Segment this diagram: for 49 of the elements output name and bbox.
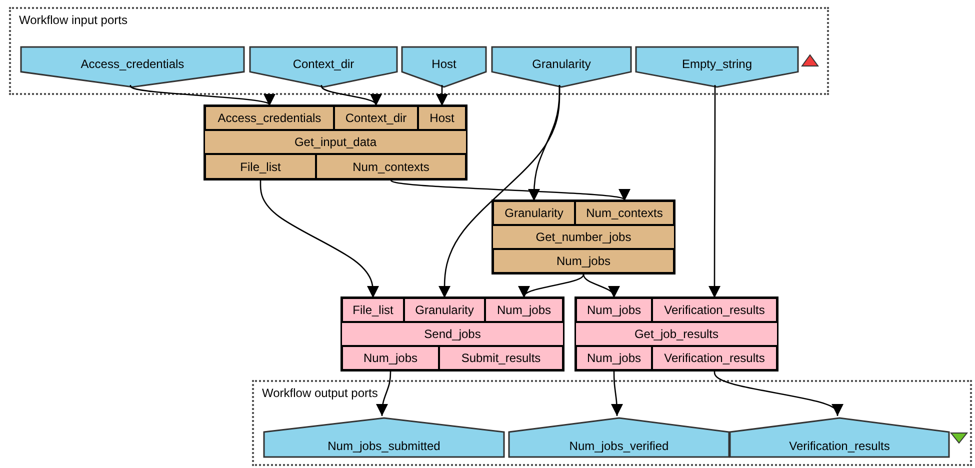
port-cell: Num_jobs xyxy=(576,346,652,370)
port-cell: Access_credentials xyxy=(205,106,334,130)
port-label: Granularity xyxy=(531,57,592,71)
port-label: Verification_results xyxy=(788,439,891,454)
port-group-frame xyxy=(9,7,829,95)
processor-box xyxy=(205,106,466,179)
processor-box xyxy=(342,298,563,370)
port-cell: Submit_results xyxy=(439,346,563,370)
port-group-frame xyxy=(252,380,972,466)
arrow xyxy=(518,273,584,298)
arrow xyxy=(708,85,720,298)
port-cell: Granularity xyxy=(404,298,485,322)
port-label: Num_jobs_verified xyxy=(568,439,670,454)
port-cell: Verification_results xyxy=(652,346,777,370)
port-cell: File_list xyxy=(205,154,316,179)
processor-name: Send_jobs xyxy=(342,322,563,346)
port-label: Num_jobs_submitted xyxy=(326,439,442,454)
arrow xyxy=(376,370,392,416)
group-heading: Workflow input ports xyxy=(19,13,128,27)
processor-name: Get_input_data xyxy=(205,130,466,154)
arrow xyxy=(130,84,276,106)
port-cell: Num_contexts xyxy=(316,154,466,179)
arrow xyxy=(320,85,382,106)
port-cell: Num_jobs xyxy=(485,298,563,322)
port-label: Access_credentials xyxy=(80,57,186,71)
processor-name: Get_number_jobs xyxy=(493,225,674,249)
port-cell: Num_jobs xyxy=(576,298,652,322)
processor-box xyxy=(576,298,777,370)
port-cell: Num_jobs xyxy=(342,346,439,370)
processor-name: Get_job_results xyxy=(576,322,777,346)
port-label: Context_dir xyxy=(292,57,356,71)
port-cell: Host xyxy=(418,106,466,130)
port-cell: Context_dir xyxy=(334,106,418,130)
port-label: Host xyxy=(430,57,458,71)
port-cell: Verification_results xyxy=(652,298,777,322)
port-cell: Granularity xyxy=(493,201,575,225)
port-cell: Num_jobs xyxy=(493,249,674,273)
port-label: Empty_string xyxy=(680,57,754,71)
arrow xyxy=(390,178,630,202)
arrow xyxy=(582,273,620,298)
port-cell: Num_contexts xyxy=(575,201,674,225)
port-cell: File_list xyxy=(342,298,404,322)
arrow xyxy=(438,85,560,298)
group-heading: Workflow output ports xyxy=(262,386,378,400)
arrow xyxy=(260,179,379,298)
processor-box xyxy=(493,201,674,273)
arrow xyxy=(436,85,448,106)
arrow xyxy=(611,370,623,416)
arrow xyxy=(714,370,844,416)
